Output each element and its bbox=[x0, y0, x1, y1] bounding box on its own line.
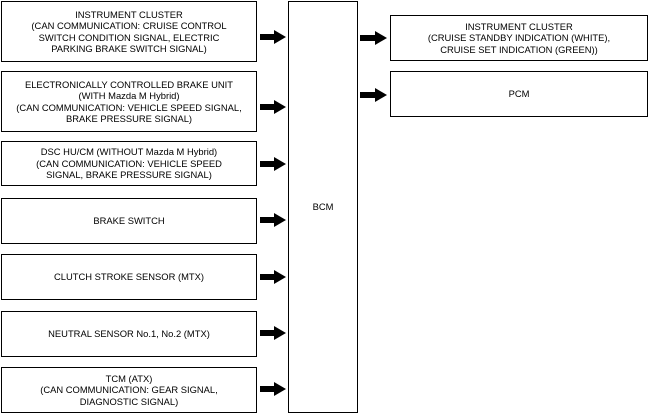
arrow-right-icon bbox=[260, 100, 286, 114]
input-label-tcm: TCM (ATX) (CAN COMMUNICATION: GEAR SIGNA… bbox=[40, 372, 218, 407]
input-label-brake-unit: ELECTRONICALLY CONTROLLED BRAKE UNIT (WI… bbox=[16, 78, 242, 124]
arrow-right-icon bbox=[260, 326, 286, 340]
input-box-brake-unit: ELECTRONICALLY CONTROLLED BRAKE UNIT (WI… bbox=[1, 71, 257, 132]
arrow-right-icon bbox=[360, 31, 387, 45]
arrow-right-icon bbox=[260, 382, 286, 396]
arrow-right-icon bbox=[360, 88, 387, 102]
input-label-dsc-hu-cm: DSC HU/CM (WITHOUT Mazda M Hybrid) (CAN … bbox=[36, 146, 222, 181]
input-box-neutral-sensor: NEUTRAL SENSOR No.1, No.2 (MTX) bbox=[1, 311, 257, 357]
output-label-instrument-cluster: INSTRUMENT CLUSTER (CRUISE STANDBY INDIC… bbox=[427, 20, 611, 55]
arrow-right-icon bbox=[260, 30, 286, 44]
input-label-brake-switch: BRAKE SWITCH bbox=[93, 215, 165, 227]
bcm-box: BCM bbox=[288, 1, 358, 413]
bcm-label: BCM bbox=[312, 201, 334, 213]
input-box-clutch-stroke-sensor: CLUTCH STROKE SENSOR (MTX) bbox=[1, 254, 257, 300]
input-box-brake-switch: BRAKE SWITCH bbox=[1, 198, 257, 244]
arrow-right-icon bbox=[260, 270, 286, 284]
input-label-clutch-stroke-sensor: CLUTCH STROKE SENSOR (MTX) bbox=[53, 271, 204, 283]
output-label-pcm: PCM bbox=[508, 88, 530, 100]
input-label-neutral-sensor: NEUTRAL SENSOR No.1, No.2 (MTX) bbox=[48, 328, 210, 340]
arrow-right-icon bbox=[260, 157, 286, 171]
input-label-instrument-cluster: INSTRUMENT CLUSTER (CAN COMMUNICATION: C… bbox=[31, 8, 227, 54]
input-box-dsc-hu-cm: DSC HU/CM (WITHOUT Mazda M Hybrid) (CAN … bbox=[1, 141, 257, 186]
input-box-tcm: TCM (ATX) (CAN COMMUNICATION: GEAR SIGNA… bbox=[1, 367, 257, 413]
input-box-instrument-cluster: INSTRUMENT CLUSTER (CAN COMMUNICATION: C… bbox=[1, 1, 257, 62]
output-box-instrument-cluster: INSTRUMENT CLUSTER (CRUISE STANDBY INDIC… bbox=[390, 15, 648, 61]
arrow-right-icon bbox=[260, 213, 286, 227]
output-box-pcm: PCM bbox=[390, 71, 648, 117]
